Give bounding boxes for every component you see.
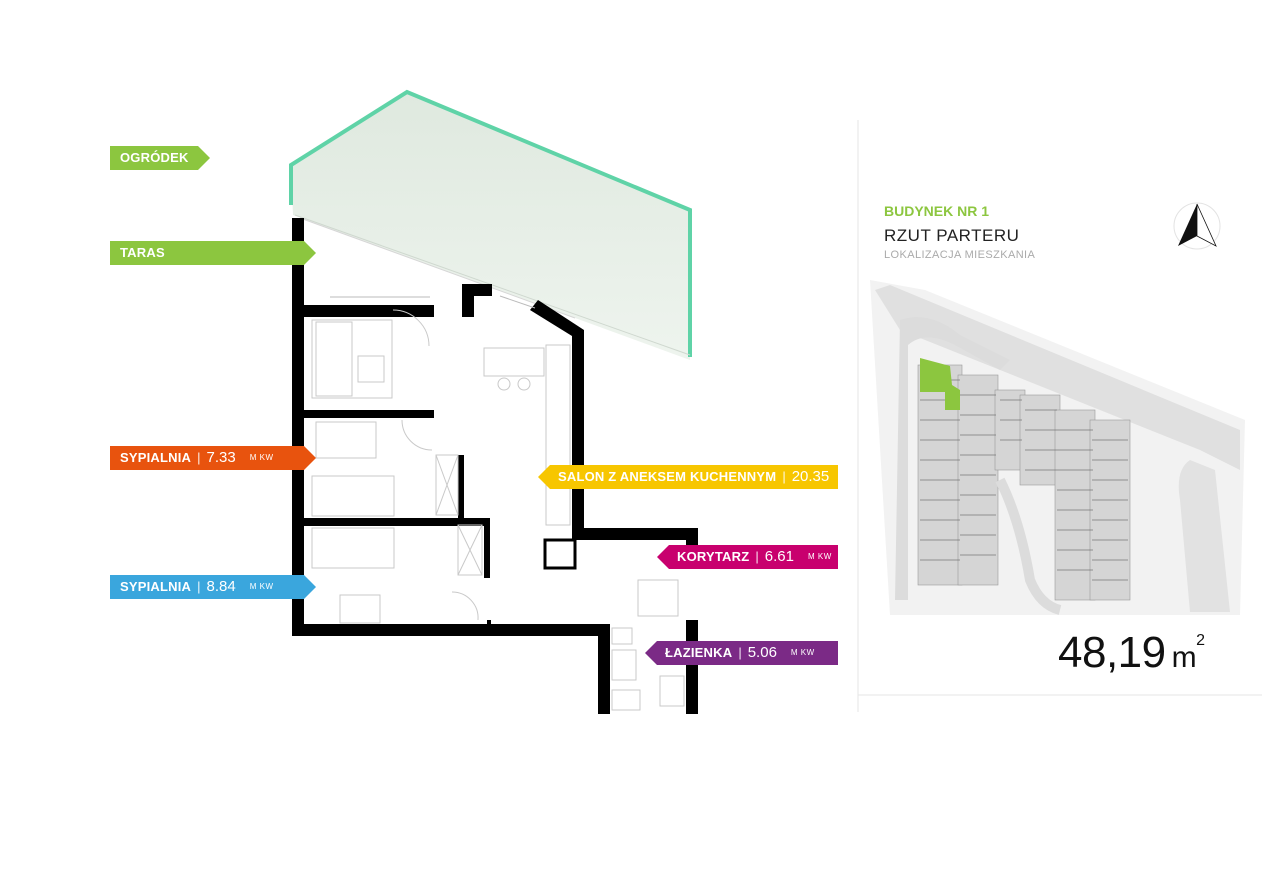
- label-lazienka-value: 5.06: [747, 644, 777, 661]
- separator: |: [197, 579, 201, 594]
- label-korytarz-value: 6.61: [764, 548, 794, 565]
- label-korytarz-name: KORYTARZ: [677, 549, 750, 564]
- label-sypialnia-2-unit: M KW: [249, 582, 274, 591]
- garden-area: [289, 89, 692, 360]
- separator: |: [755, 549, 759, 564]
- label-sypialnia-1-value: 7.33: [206, 449, 236, 466]
- building-title: BUDYNEK NR 1: [884, 203, 990, 219]
- total-area-unit: m: [1171, 641, 1197, 674]
- label-salon-name: SALON Z ANEKSEM KUCHENNYM: [558, 469, 777, 484]
- furniture: [311, 295, 685, 711]
- label-sypialnia-2-name: SYPIALNIA: [120, 579, 192, 594]
- label-sypialnia-2-value: 8.84: [206, 578, 236, 595]
- label-korytarz: KORYTARZ | 6.61 M KW: [657, 545, 838, 569]
- label-ogrodek-name: OGRÓDEK: [120, 150, 189, 165]
- label-sypialnia-2: SYPIALNIA | 8.84 M KW: [110, 575, 316, 599]
- compass-north-icon: [1173, 202, 1221, 250]
- label-sypialnia-1-name: SYPIALNIA: [120, 450, 192, 465]
- total-area-sup: 2: [1196, 632, 1205, 649]
- floor-title: RZUT PARTERU: [884, 226, 1020, 245]
- separator: |: [197, 450, 201, 465]
- label-sypialnia-1: SYPIALNIA | 7.33 M KW: [110, 446, 316, 470]
- apartment-walls: [292, 218, 698, 714]
- total-area-value: 48,19: [1058, 628, 1166, 677]
- label-salon: SALON Z ANEKSEM KUCHENNYM | 20.35 M KW: [538, 465, 838, 489]
- label-sypialnia-1-unit: M KW: [249, 453, 274, 462]
- site-location-map: [857, 120, 1262, 712]
- label-lazienka-name: ŁAZIENKA: [665, 645, 733, 660]
- location-caption: LOKALIZACJA MIESZKANIA: [884, 249, 1036, 261]
- label-lazienka-unit: M KW: [790, 648, 815, 657]
- label-salon-value: 20.35: [791, 468, 830, 485]
- label-korytarz-unit: M KW: [807, 552, 832, 561]
- separator: |: [738, 645, 742, 660]
- label-taras: TARAS: [110, 241, 316, 265]
- label-lazienka: ŁAZIENKA | 5.06 M KW: [645, 641, 838, 665]
- separator: |: [782, 469, 786, 484]
- label-ogrodek: OGRÓDEK: [110, 146, 210, 170]
- terrace-outline: [299, 217, 576, 319]
- label-taras-name: TARAS: [120, 245, 165, 260]
